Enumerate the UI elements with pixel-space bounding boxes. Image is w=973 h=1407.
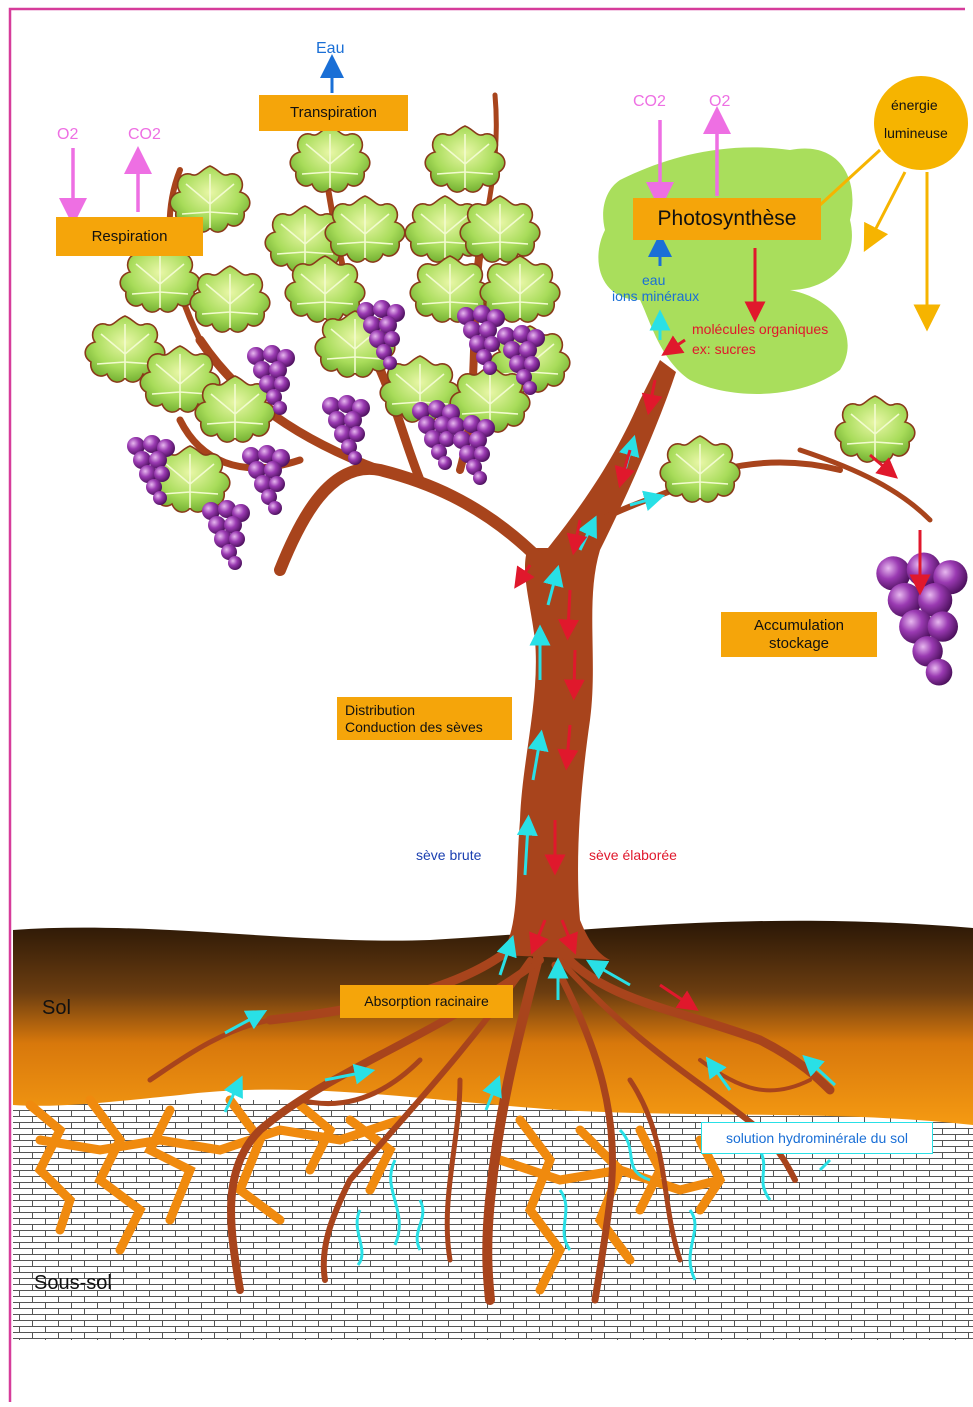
absorption-box: Absorption racinaire bbox=[340, 985, 513, 1018]
grape-cluster-icon bbox=[242, 445, 290, 515]
transpiration-box: Transpiration bbox=[259, 95, 408, 131]
eau-label: eau bbox=[642, 272, 665, 288]
vine-leaf-icon bbox=[290, 126, 370, 192]
respiration-co2-label: CO2 bbox=[128, 126, 161, 144]
grape-cluster-icon bbox=[412, 400, 460, 470]
energie-label: énergie bbox=[891, 97, 938, 113]
sun-icon bbox=[874, 76, 968, 170]
seve-elaboree-label: sève élaborée bbox=[589, 847, 677, 863]
grape-cluster-icon bbox=[202, 500, 250, 570]
respiration-box: Respiration bbox=[56, 217, 203, 256]
photosynthese-box: Photosynthèse bbox=[633, 198, 821, 240]
eau-label-top: Eau bbox=[316, 40, 344, 58]
vine-leaf-icon bbox=[660, 436, 740, 502]
vine-leaf-icon bbox=[835, 396, 915, 462]
ions-mineraux-label: ions minéraux bbox=[612, 288, 699, 304]
respiration-o2-label: O2 bbox=[57, 126, 78, 144]
solution-hydrominerale-label: solution hydrominérale du sol bbox=[701, 1122, 933, 1154]
vine-leaf-icon bbox=[460, 196, 540, 262]
photosynthesis-o2-label: O2 bbox=[709, 93, 730, 111]
distribution-line2: Conduction des sèves bbox=[345, 719, 483, 736]
accumulation-line2: stockage bbox=[769, 635, 829, 653]
vine-leaf-icon bbox=[425, 126, 505, 192]
accumulation-box: Accumulation stockage bbox=[721, 612, 877, 657]
sucres-label: ex: sucres bbox=[692, 341, 756, 357]
seve-brute-label: sève brute bbox=[416, 847, 481, 863]
vine-leaf-icon bbox=[190, 266, 270, 332]
grape-cluster-icon bbox=[876, 553, 967, 686]
distribution-line1: Distribution bbox=[345, 702, 415, 719]
lumineuse-label: lumineuse bbox=[884, 125, 948, 141]
vine-leaf-icon bbox=[325, 196, 405, 262]
molecules-organiques-label: molécules organiques bbox=[692, 321, 828, 337]
photosynthesis-co2-label: CO2 bbox=[633, 93, 666, 111]
sous-sol-label: Sous-sol bbox=[34, 1272, 112, 1295]
distribution-box: Distribution Conduction des sèves bbox=[337, 697, 512, 740]
accumulation-line1: Accumulation bbox=[754, 617, 844, 635]
grape-cluster-icon bbox=[447, 415, 495, 485]
sol-label: Sol bbox=[42, 997, 71, 1020]
